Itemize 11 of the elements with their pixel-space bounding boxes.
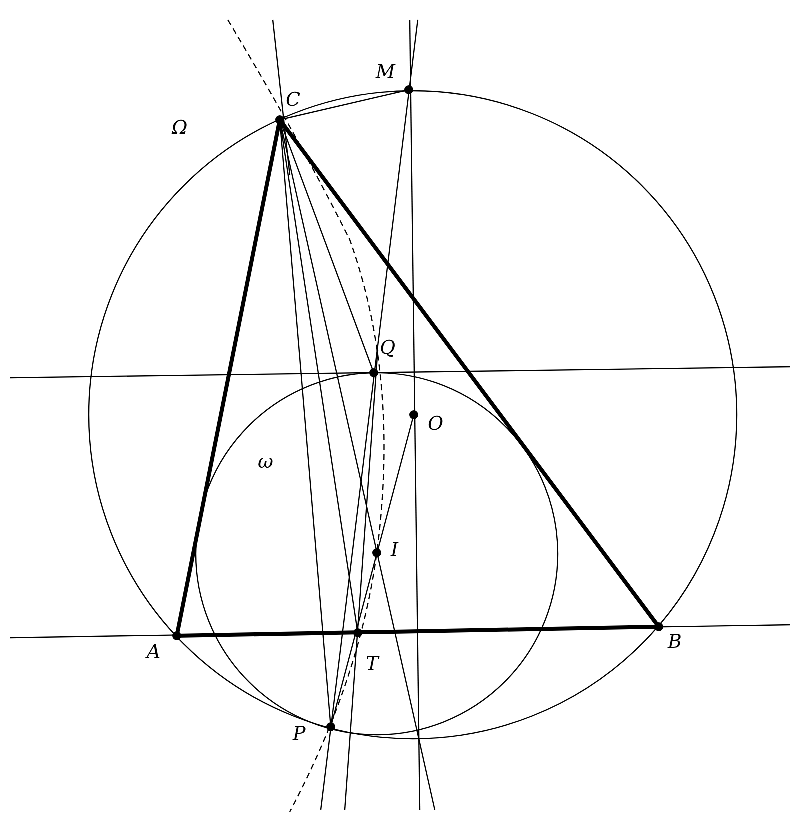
point-label: P	[293, 724, 306, 744]
point-label: C	[286, 90, 301, 110]
point-label: M	[376, 62, 396, 82]
point-label: B	[668, 632, 682, 652]
point-label: A	[147, 642, 161, 662]
point-label: Q	[380, 338, 396, 358]
point-label: I	[391, 540, 399, 560]
point-label: Ω	[172, 118, 188, 138]
point-label: O	[428, 414, 444, 434]
point-label: ω	[258, 452, 274, 472]
point-label: T	[366, 654, 379, 674]
